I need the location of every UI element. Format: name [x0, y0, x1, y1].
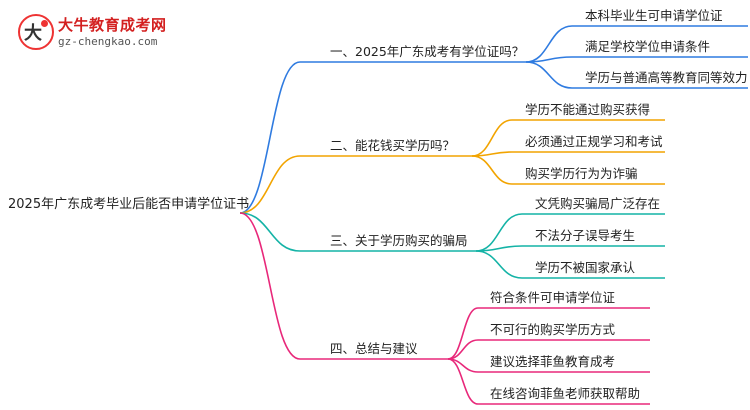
branch-1-leaf-3[interactable]: 学历与普通高等教育同等效力 [585, 70, 748, 85]
branch-2-leaf-1-connector [471, 119, 513, 157]
branch-4-leaf-4-connector [447, 358, 479, 405]
branch-2-leaf-3[interactable]: 购买学历行为为诈骗 [525, 166, 638, 181]
logo-title: 大牛教育成考网 [58, 16, 167, 34]
branch-4-leaf-1-connector [447, 307, 479, 360]
branch-3-connector [239, 212, 301, 252]
branch-3-leaf-2-connector [475, 245, 523, 252]
branch-3-leaf-1[interactable]: 文凭购买骗局广泛存在 [535, 196, 660, 211]
branch-3-node[interactable]: 三、关于学历购买的骗局 [330, 233, 468, 248]
branch-4-node[interactable]: 四、总结与建议 [330, 341, 418, 356]
branch-1-leaf-2[interactable]: 满足学校学位申请条件 [585, 39, 710, 54]
branch-4-leaf-1[interactable]: 符合条件可申请学位证 [490, 290, 616, 305]
branch-4-leaf-4[interactable]: 在线咨询菲鱼老师获取帮助 [490, 386, 640, 401]
logo-url: gz-chengkao.com [58, 35, 158, 48]
branch-1-leaf-1[interactable]: 本科毕业生可申请学位证 [585, 8, 723, 23]
branch-4-leaf-3[interactable]: 建议选择菲鱼教育成考 [490, 354, 615, 369]
connector-lines [239, 25, 748, 405]
mind-map-nodes: 2025年广东成考毕业后能否申请学位证书 一、2025年广东成考有学位证吗？ 本科毕… [8, 8, 748, 401]
branch-2-leaf-1[interactable]: 学历不能通过购买获得 [525, 102, 650, 117]
branch-1-leaf-3-connector [525, 61, 573, 89]
branch-4-leaf-2[interactable]: 不可行的购买学历方式 [490, 322, 616, 337]
branch-1-connector [239, 61, 301, 214]
branch-3-leaf-2[interactable]: 不法分子误导考生 [535, 228, 635, 243]
branch-3-leaf-1-connector [475, 213, 523, 252]
branch-3-leaf-3-connector [475, 250, 523, 279]
logo-emblem-icon: 大 [18, 14, 54, 50]
branch-1-leaf-1-connector [525, 25, 573, 63]
branch-2-leaf-2[interactable]: 必须通过正规学习和考试 [525, 134, 663, 149]
root-node[interactable]: 2025年广东成考毕业后能否申请学位证书 [8, 196, 249, 212]
branch-2-node[interactable]: 二、能花钱买学历吗？ [330, 138, 455, 153]
site-logo[interactable]: 大 大牛教育成考网 gz-chengkao.com [18, 14, 166, 52]
branch-1-leaf-2-connector [525, 56, 573, 63]
branch-3-leaf-3[interactable]: 学历不被国家承认 [535, 260, 636, 275]
branch-4-connector [239, 212, 301, 360]
branch-2-leaf-3-connector [471, 155, 513, 185]
branch-2-connector [239, 155, 301, 214]
branch-1-node[interactable]: 一、2025年广东成考有学位证吗？ [330, 44, 524, 59]
